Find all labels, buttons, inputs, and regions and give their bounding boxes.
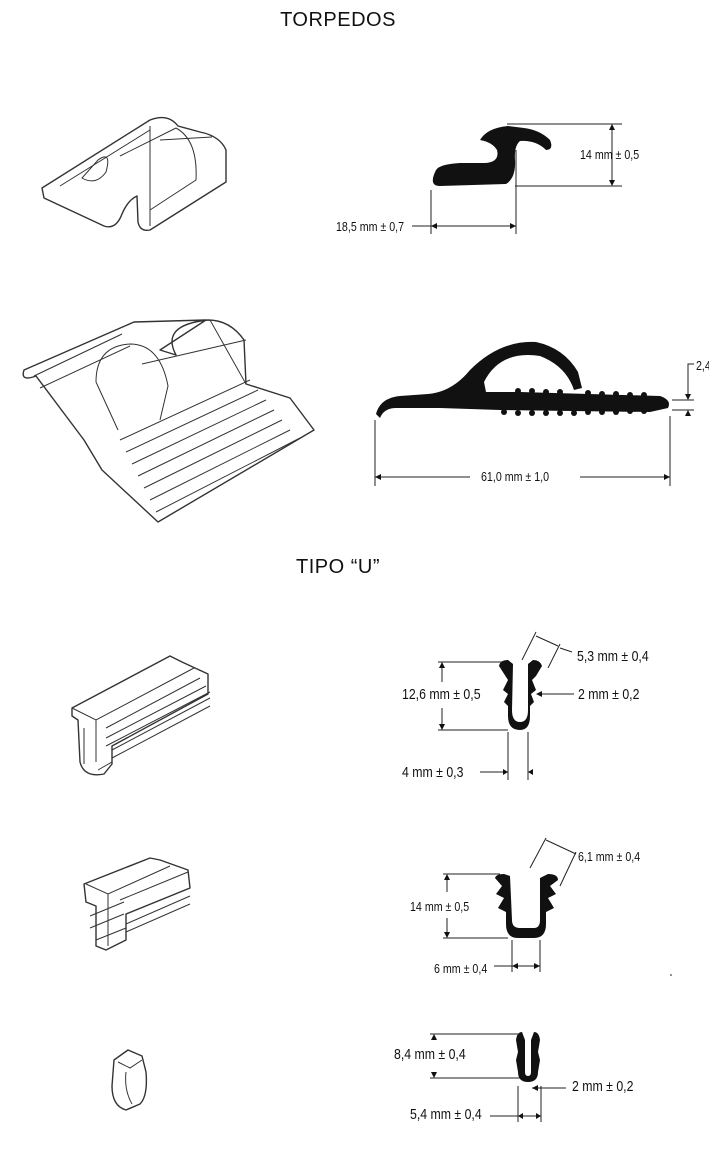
u-profile-1-section: [438, 631, 574, 780]
u1-flange-label: 5,3 mm ± 0,4: [577, 648, 649, 665]
torpedo-1-illustration: [41, 116, 227, 232]
u3-width-label: 5,4 mm ± 0,4: [410, 1106, 482, 1123]
u1-gap-label: 4 mm ± 0,3: [402, 764, 464, 781]
torpedo-2-width-label: 61,0 mm ± 1,0: [481, 469, 550, 484]
u-profile-2-section: [443, 837, 672, 976]
u2-gap-label: 6 mm ± 0,4: [434, 961, 488, 976]
torpedo-2-illustration: [22, 319, 315, 523]
torpedo-1-profile: [412, 123, 622, 234]
u-profile-3-section: [430, 1032, 566, 1122]
torpedo-2-profile: [374, 341, 694, 486]
u-profile-1-illustration: [71, 655, 211, 776]
u1-wall-label: 2 mm ± 0,2: [578, 686, 640, 703]
torpedo-1-height-label: 14 mm ± 0,5: [580, 147, 640, 162]
u3-wall-label: 2 mm ± 0,2: [572, 1078, 634, 1095]
u2-height-label: 14 mm ± 0,5: [410, 899, 470, 914]
u1-height-label: 12,6 mm ± 0,5: [402, 686, 481, 703]
u-profile-3-illustration: [111, 1049, 148, 1111]
u2-flange-label: 6,1 mm ± 0,4: [578, 849, 641, 864]
u3-height-label: 8,4 mm ± 0,4: [394, 1046, 466, 1063]
section-title-tipo-u: TIPO “U”: [296, 556, 380, 578]
section-title-torpedos: TORPEDOS: [280, 9, 396, 31]
torpedo-2-thickness-label: 2,4: [696, 358, 709, 373]
torpedo-1-width-label: 18,5 mm ± 0,7: [336, 219, 405, 234]
u-profile-2-illustration: [83, 857, 191, 951]
